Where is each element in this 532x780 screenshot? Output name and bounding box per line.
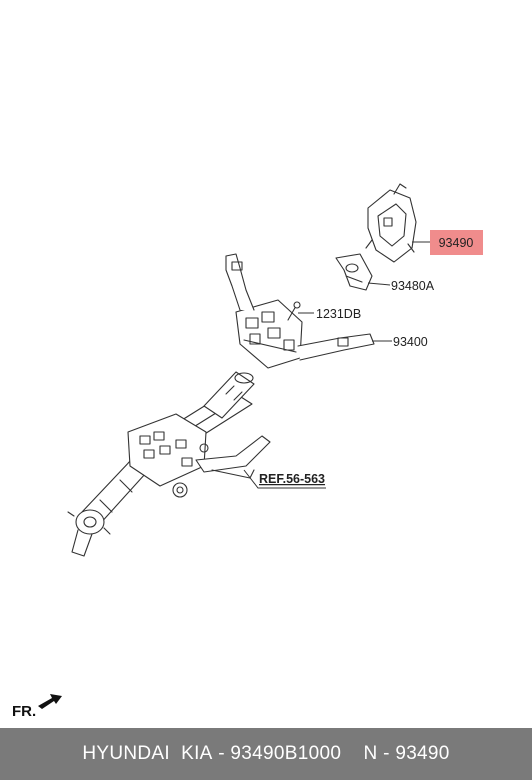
ref-callout[interactable]: REF.56-563 xyxy=(259,472,325,486)
callout-93480a[interactable]: 93480A xyxy=(391,279,435,293)
footer-separator: N - xyxy=(341,743,396,764)
short-part-number: 93490 xyxy=(395,743,450,764)
front-arrow-icon xyxy=(38,694,62,709)
part-number-footer: HYUNDAI KIA - 93490B1000 N - 93490 xyxy=(0,728,532,780)
part-number: 93490B1000 xyxy=(230,743,342,764)
callout-1231db[interactable]: 1231DB xyxy=(316,307,361,321)
highlight-box xyxy=(430,230,483,255)
orientation-label: FR. xyxy=(12,703,37,720)
callout-93400[interactable]: 93400 xyxy=(393,335,428,349)
brand-name: HYUNDAI KIA xyxy=(82,743,213,764)
callout-93490[interactable]: 93490 xyxy=(439,236,474,250)
footer-separator: - xyxy=(212,743,231,764)
leader-lines xyxy=(243,241,430,489)
steering-column-drawing xyxy=(67,183,417,557)
parts-diagram: 93490 93480A 1231DB 93400 REF.56-563 xyxy=(67,183,483,557)
